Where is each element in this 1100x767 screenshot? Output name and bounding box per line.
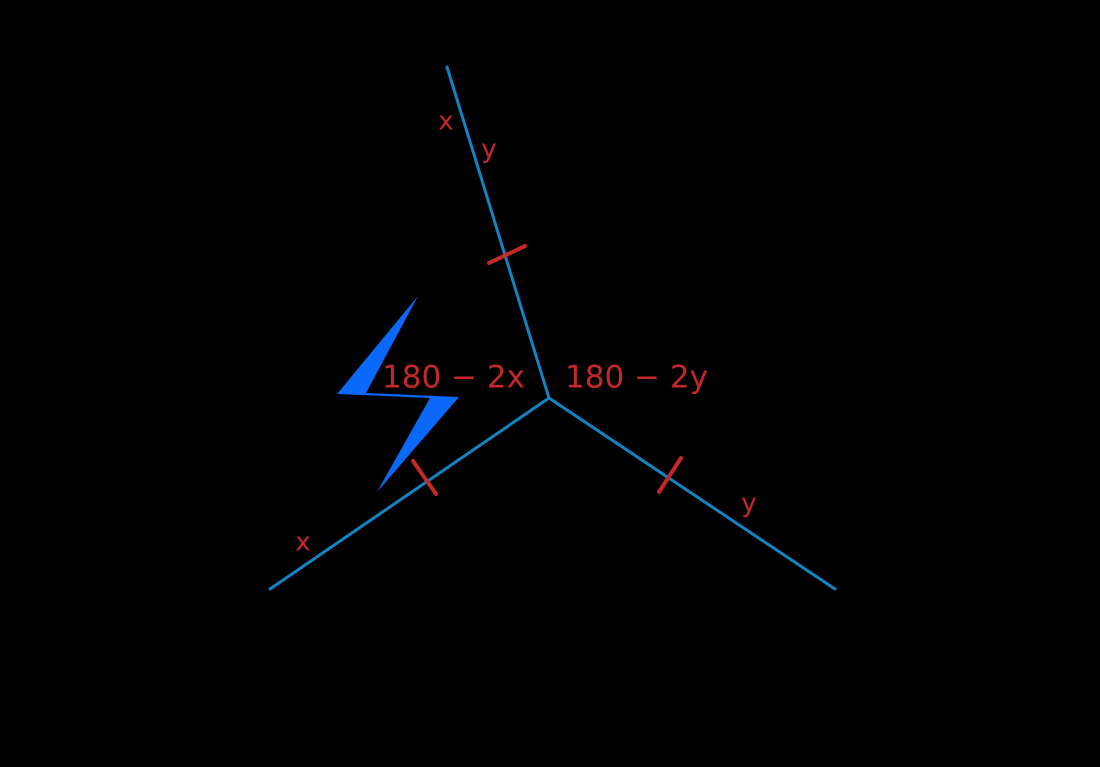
segment-label-lower-right-y: y: [741, 489, 756, 519]
angle-label-left: 180 − 2x: [382, 360, 525, 396]
segment-label-lower-left-x: x: [295, 528, 310, 558]
segment-label-top-y: y: [481, 135, 496, 165]
ray-lower-right: [547, 396, 837, 591]
ray-lower-left: [268, 396, 551, 591]
lightning-bolt-icon: [337, 296, 459, 492]
angle-label-right: 180 − 2y: [565, 360, 708, 396]
tick-mark-lower-right: [657, 456, 683, 494]
tick-mark-up: [487, 244, 527, 265]
segment-label-top-x: x: [438, 107, 453, 137]
tick-mark-lower-left: [411, 459, 438, 496]
ray-up: [445, 65, 551, 400]
